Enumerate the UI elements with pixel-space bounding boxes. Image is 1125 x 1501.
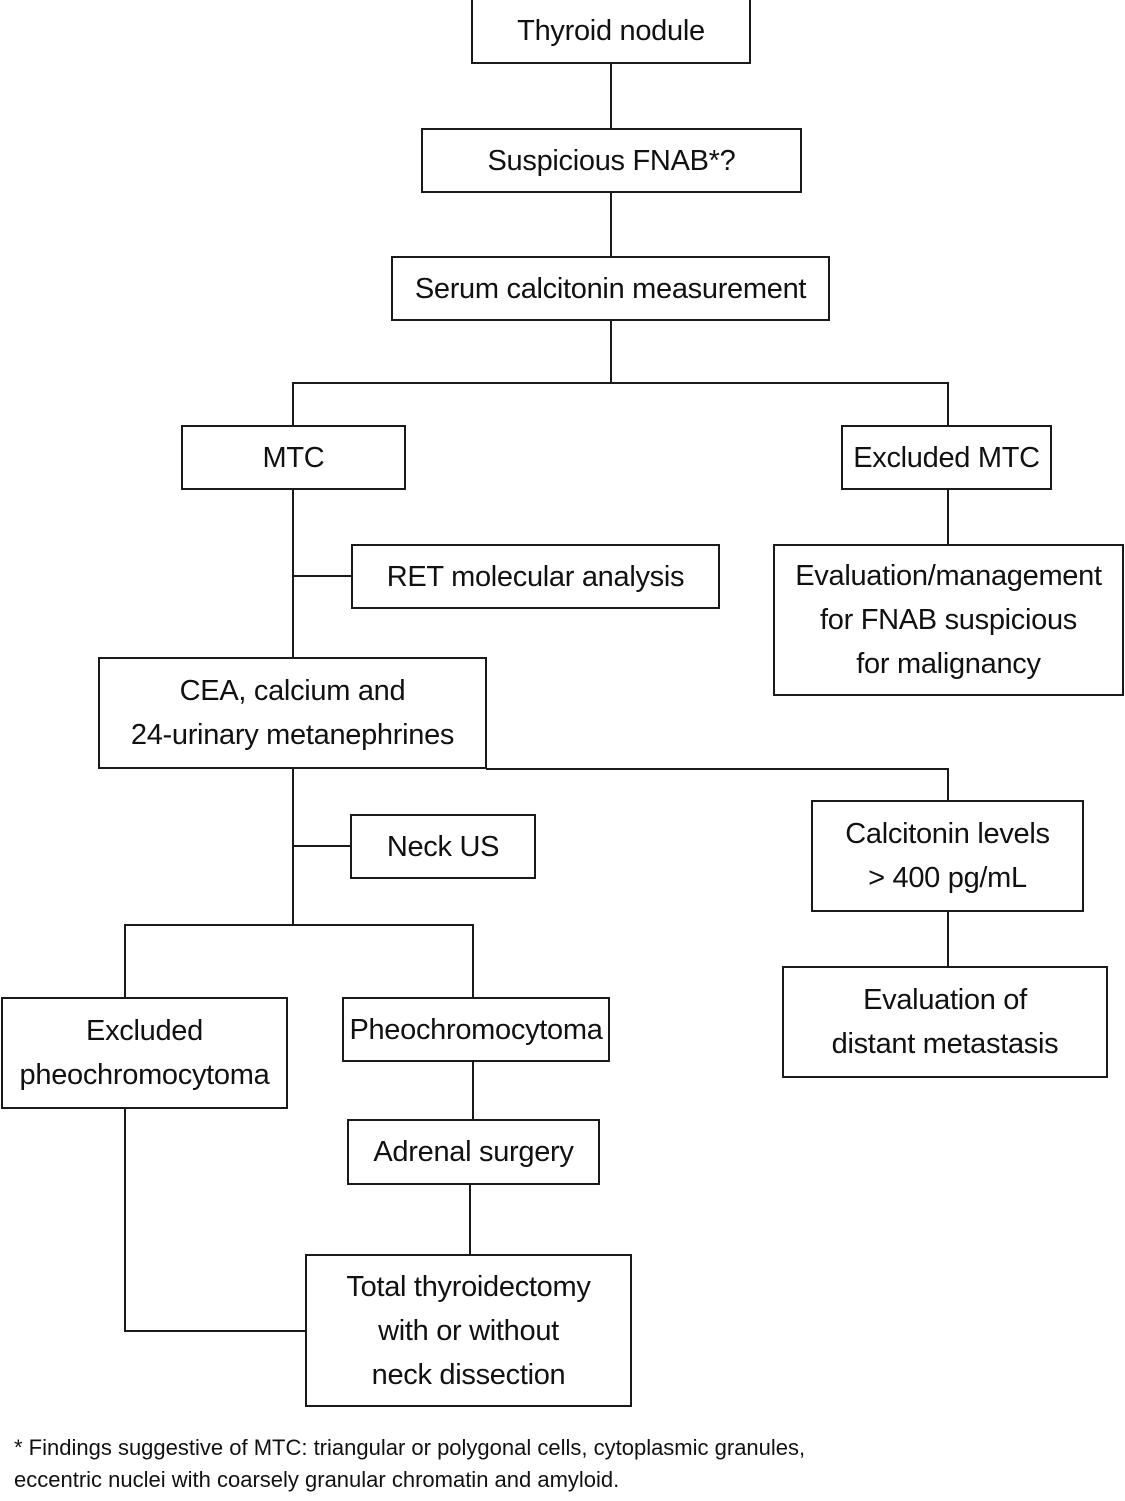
node-label: for malignancy	[856, 648, 1041, 680]
node-label: Excluded	[86, 1015, 203, 1047]
node-label: CEA, calcium and	[179, 675, 406, 707]
node-label: MTC	[262, 441, 325, 474]
edge-calcitonin-excluded-mtc	[611, 382, 949, 425]
thyroid-nodule-box: Thyroid nodule	[471, 0, 751, 64]
node-label: Evaluation of	[863, 984, 1027, 1016]
node-label: Serum calcitonin measurement	[414, 272, 807, 305]
node-label: Evaluation/management	[795, 560, 1102, 592]
excluded-mtc-box: Excluded MTC	[841, 425, 1052, 490]
evaluation-management-box: Evaluation/management for FNAB suspiciou…	[773, 544, 1124, 696]
total-thyroidectomy-box: Total thyroidectomy with or without neck…	[305, 1254, 632, 1407]
calcitonin-levels-box: Calcitonin levels > 400 pg/mL	[811, 800, 1084, 912]
node-label: 24-urinary metanephrines	[130, 719, 455, 751]
adrenal-surgery-box: Adrenal surgery	[347, 1119, 600, 1185]
node-label: RET molecular analysis	[386, 560, 685, 593]
mtc-box: MTC	[181, 425, 406, 490]
ret-analysis-box: RET molecular analysis	[351, 544, 720, 609]
neck-us-box: Neck US	[350, 814, 536, 879]
node-label: Thyroid nodule	[517, 15, 705, 47]
footnote: * Findings suggestive of MTC: triangular…	[14, 1432, 805, 1496]
node-label: Calcitonin levels	[845, 818, 1050, 850]
node-label: Total thyroidectomy	[346, 1270, 591, 1303]
pheochromocytoma-box: Pheochromocytoma	[342, 997, 610, 1062]
edge-calcitonin-mtc	[292, 321, 612, 425]
node-label: distant metastasis	[831, 1028, 1059, 1060]
serum-calcitonin-box: Serum calcitonin measurement	[391, 256, 830, 321]
footnote-line: * Findings suggestive of MTC: triangular…	[14, 1435, 806, 1460]
node-label: Suspicious FNAB*?	[487, 144, 736, 177]
node-label: Adrenal surgery	[373, 1136, 574, 1168]
edge-cea-calcitonin-levels	[486, 768, 949, 800]
node-label: with or without	[378, 1314, 559, 1347]
footnote-line: eccentric nuclei with coarsely granular …	[14, 1467, 620, 1492]
edge-split-pheo	[124, 924, 474, 997]
distant-metastasis-box: Evaluation of distant metastasis	[782, 966, 1108, 1078]
excluded-pheo-box: Excluded pheochromocytoma	[1, 997, 288, 1109]
node-label: Neck US	[386, 830, 500, 863]
suspicious-fnab-box: Suspicious FNAB*?	[421, 128, 802, 193]
node-label: > 400 pg/mL	[868, 862, 1027, 894]
node-label: for FNAB suspicious	[820, 604, 1077, 636]
cea-calcium-box: CEA, calcium and 24-urinary metanephrine…	[98, 657, 487, 769]
node-label: pheochromocytoma	[19, 1059, 270, 1091]
edge-excluded-pheo-thyroidectomy	[124, 1109, 306, 1332]
node-label: neck dissection	[371, 1358, 566, 1391]
node-label: Excluded MTC	[853, 441, 1040, 474]
node-label: Pheochromocytoma	[349, 1013, 603, 1046]
